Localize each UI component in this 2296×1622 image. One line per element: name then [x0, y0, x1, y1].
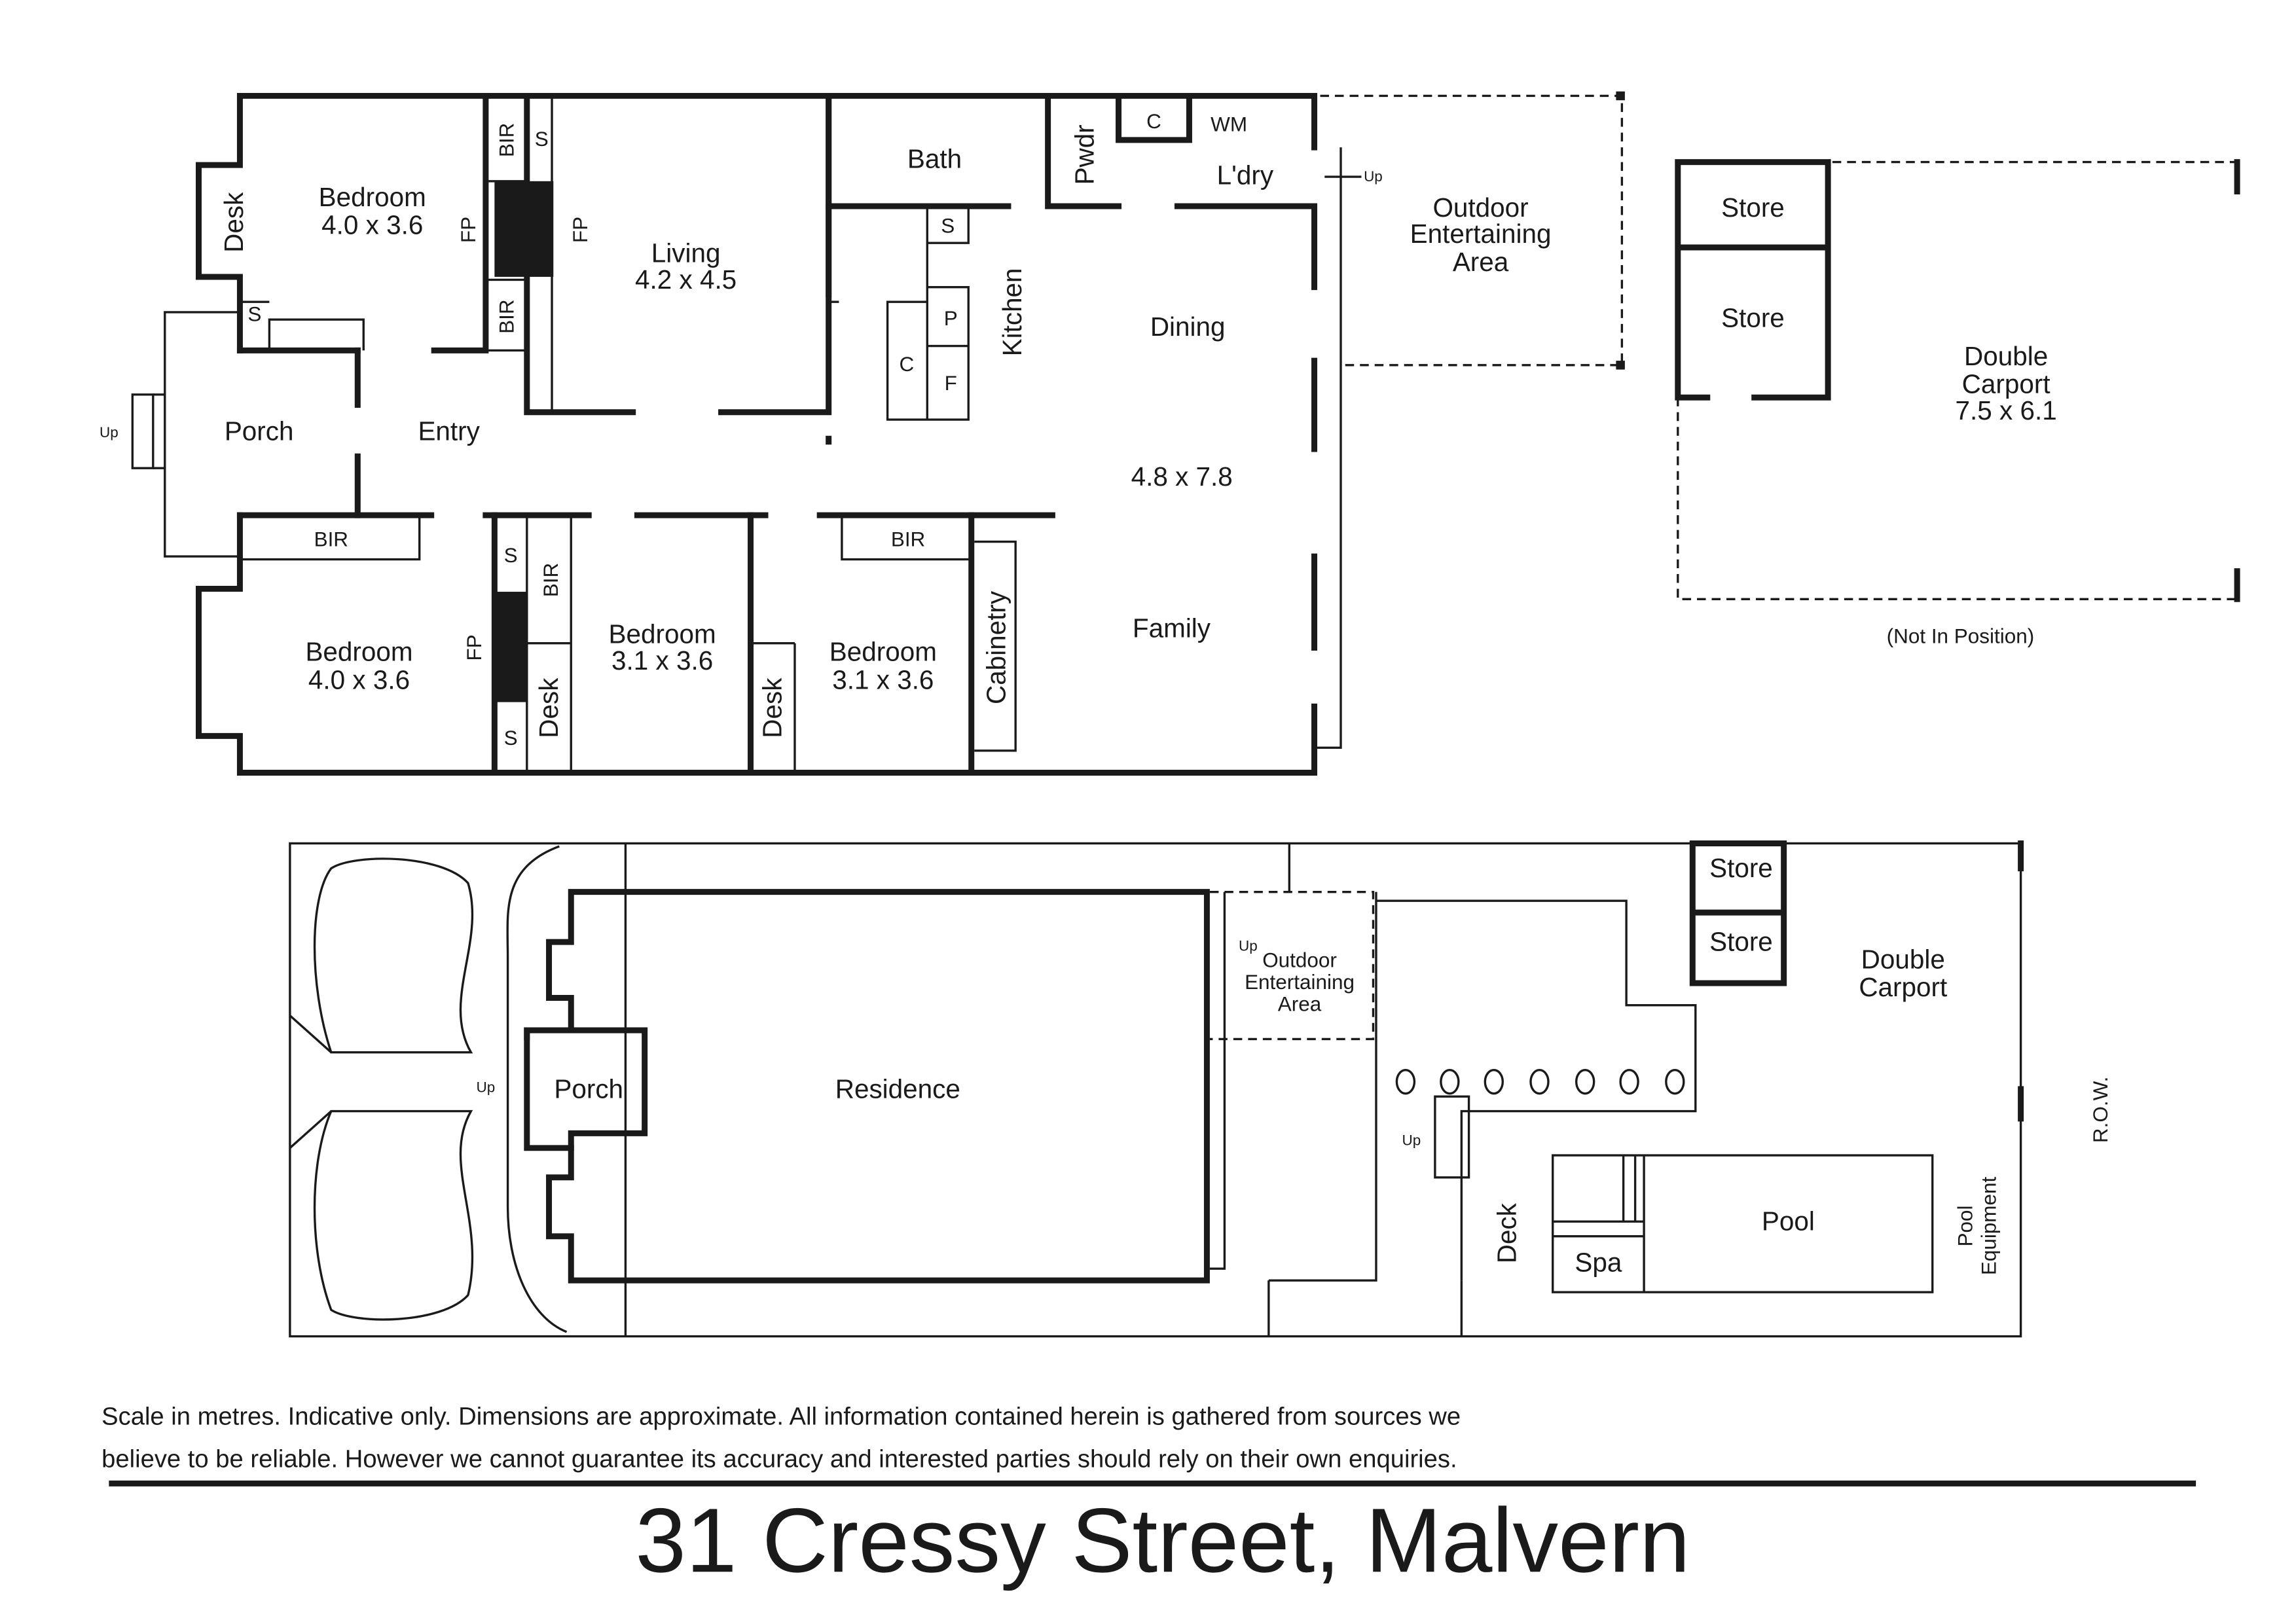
fixture-label: FP [457, 217, 480, 243]
pool [1552, 1154, 1934, 1293]
area-name: Area [1278, 993, 1322, 1016]
area-name: Double [1861, 945, 1945, 975]
fixture-label: BIR [314, 528, 348, 550]
area-name: Porch [554, 1073, 623, 1104]
fixture-label: Desk [757, 677, 788, 738]
area-name: Deck [1492, 1202, 1522, 1263]
room-name: Bedroom [319, 182, 426, 212]
area-name: Store [1709, 927, 1773, 957]
room-name: Entry [418, 416, 480, 446]
area-name: Store [1709, 853, 1773, 883]
right-of-way-label: R.O.W. [2089, 1077, 2112, 1143]
fixture-label: FP [463, 634, 486, 660]
room-name: Bedroom [305, 637, 412, 667]
room-size: 4.8 x 7.8 [1131, 461, 1233, 492]
fixture-label: Desk [219, 192, 249, 253]
up-label: Up [476, 1079, 495, 1095]
room-size: 3.1 x 3.6 [832, 664, 934, 694]
room-size: 4.0 x 3.6 [308, 664, 410, 694]
room-size: 3.1 x 3.6 [611, 645, 713, 676]
property-address: 31 Cressy Street, Malvern [635, 1489, 1690, 1591]
area-name: Residence [835, 1073, 960, 1104]
area-name: Pool [1762, 1206, 1815, 1236]
fixture-label: S [504, 727, 518, 749]
up-label: Up [1402, 1132, 1421, 1148]
site-plan-labels: Porch Up Residence Up Outdoor Entertaini… [476, 853, 2112, 1277]
room-name: Bath [907, 144, 962, 174]
note: (Not In Position) [1887, 625, 2035, 648]
area-name: Entertaining [1245, 971, 1355, 994]
fixture-label: S [504, 544, 518, 567]
room-name: Bedroom [829, 637, 937, 667]
fixture-label: C [899, 353, 914, 376]
up-label: Up [1239, 938, 1258, 954]
room-name: Area [1453, 247, 1509, 277]
room-name: Porch [225, 416, 294, 446]
room-size: 4.0 x 3.6 [321, 210, 423, 240]
fixture-label: BIR [496, 123, 519, 157]
fixture-label: BIR [496, 299, 519, 333]
room-name: L'dry [1217, 160, 1274, 190]
room-name: Store [1721, 192, 1785, 223]
fixture-label: P [944, 307, 958, 330]
room-name: Cabinetry [981, 590, 1011, 704]
room-name: Entertaining [1410, 219, 1552, 249]
room-name: Bedroom [609, 619, 716, 649]
room-name: C [1146, 110, 1161, 133]
room-name: Pwdr [1069, 124, 1099, 185]
fixture-label: BIR [539, 563, 562, 597]
room-name: Outdoor [1432, 192, 1528, 223]
room-size: 4.2 x 4.5 [635, 264, 737, 295]
room-name: Family [1133, 613, 1211, 643]
divider [109, 1480, 2196, 1487]
fixture-label: FP [569, 217, 592, 243]
room-name: WM [1211, 113, 1247, 135]
area-name: Pool [1954, 1205, 1977, 1246]
up-label: Up [100, 424, 118, 441]
room-size: 7.5 x 6.1 [1956, 395, 2057, 425]
disclaimer-line: believe to be reliable. However we canno… [101, 1445, 1457, 1473]
floor-plan [131, 91, 2240, 776]
room-name: Living [651, 238, 721, 268]
room-name: Dining [1150, 312, 1226, 342]
room-name: Double [1964, 341, 2048, 371]
room-name: Kitchen [997, 268, 1027, 356]
floor-plan-labels: Bedroom 4.0 x 3.6 Living 4.2 x 4.5 Bath … [100, 110, 2057, 749]
fixture-label: S [247, 302, 261, 325]
disclaimer-line: Scale in metres. Indicative only. Dimens… [101, 1402, 1461, 1430]
fixture-label: Desk [534, 677, 564, 738]
fixture-label: S [535, 128, 549, 151]
up-label: Up [1364, 168, 1383, 185]
area-name: Spa [1575, 1248, 1622, 1278]
area-name: Equipment [1977, 1176, 2000, 1275]
area-name: Carport [1859, 972, 1947, 1002]
area-name: Outdoor [1262, 948, 1337, 971]
fixture-label: F [945, 372, 957, 395]
bollards [1395, 1068, 1685, 1095]
site-plan [289, 840, 2024, 1338]
room-name: Carport [1962, 369, 2050, 399]
fixture-label: BIR [891, 528, 925, 550]
room-name: Store [1721, 302, 1785, 333]
fixture-label: S [941, 215, 955, 238]
